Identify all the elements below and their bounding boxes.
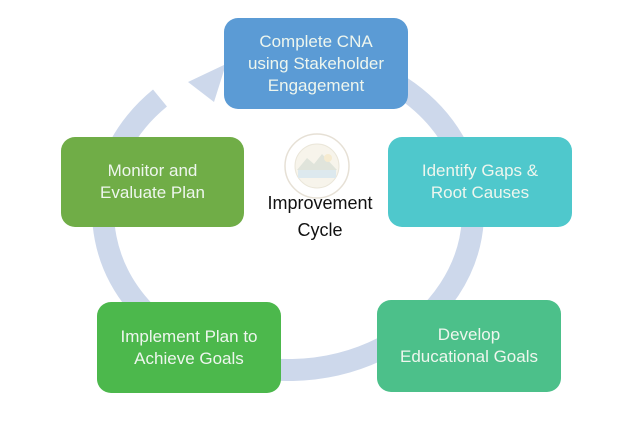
- step-develop-goals: Develop Educational Goals: [377, 300, 561, 392]
- step-monitor-evaluate: Monitor and Evaluate Plan: [61, 137, 244, 227]
- step-implement-plan: Implement Plan to Achieve Goals: [97, 302, 281, 393]
- step-label: Implement Plan to Achieve Goals: [120, 326, 258, 368]
- center-hub: Improvement Cycle: [250, 128, 390, 248]
- step-label: Monitor and Evaluate Plan: [100, 161, 205, 202]
- state-seal-icon: [284, 133, 350, 199]
- step-identify-gaps: Identify Gaps & Root Causes: [388, 137, 572, 227]
- cycle-arrowhead-icon: [188, 64, 226, 102]
- step-label: Identify Gaps & Root Causes: [421, 161, 539, 202]
- step-label: Develop Educational Goals: [400, 325, 538, 366]
- center-label: Improvement Cycle: [267, 193, 373, 240]
- step-label: Complete CNA using Stakeholder Engagemen…: [247, 31, 385, 95]
- step-complete-cna: Complete CNA using Stakeholder Engagemen…: [224, 18, 408, 109]
